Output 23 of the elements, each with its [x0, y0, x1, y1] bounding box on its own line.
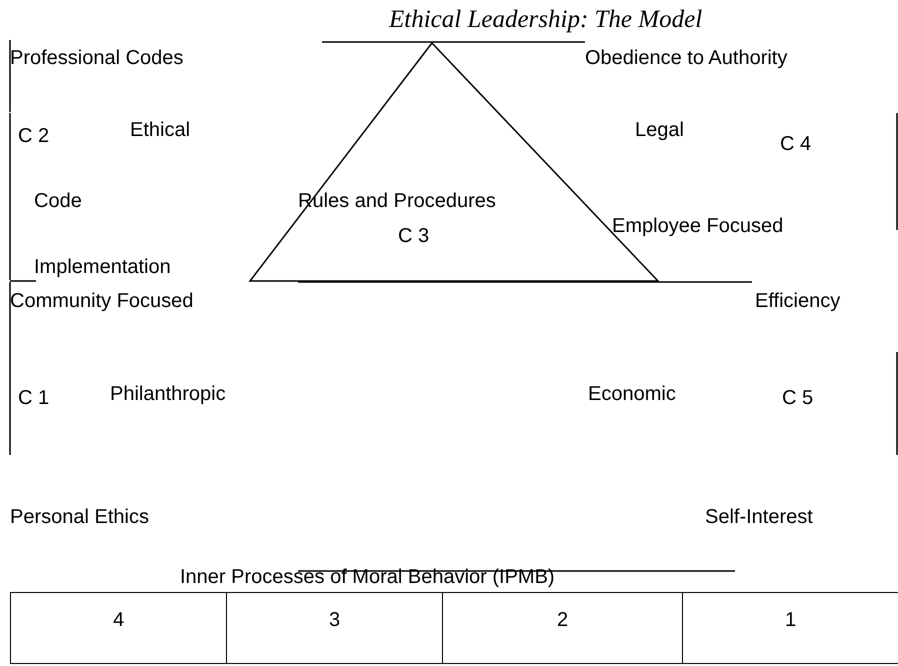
node-label: C 3 [398, 224, 430, 248]
quadrant-label: Economic [588, 382, 676, 406]
quadrant-label: Implementation [34, 255, 171, 279]
corner-label: Community Focused [10, 289, 194, 313]
category-label: C 5 [782, 386, 814, 410]
corner-label: Obedience to Authority [585, 46, 788, 70]
corner-label: Employee Focused [612, 214, 784, 238]
category-label: C 2 [18, 124, 50, 148]
corner-label: Self-Interest [705, 505, 813, 529]
quadrant-label: Code [34, 189, 82, 213]
quadrant-label: Philanthropic [110, 382, 226, 406]
table-cell: 3 [226, 592, 443, 664]
category-label: C 1 [18, 386, 50, 410]
diagram-title: Ethical Leadership: The Model [389, 6, 702, 34]
table-cell: 2 [442, 592, 683, 664]
category-label: C 4 [780, 132, 812, 156]
corner-label: Professional Codes [10, 46, 184, 70]
corner-label: Efficiency [755, 289, 840, 313]
quadrant-label: Ethical [130, 118, 190, 142]
quadrant-label: Legal [635, 118, 684, 142]
table-cell: 4 [10, 592, 227, 664]
corner-label: Personal Ethics [10, 505, 149, 529]
table-cell: 1 [682, 592, 898, 664]
